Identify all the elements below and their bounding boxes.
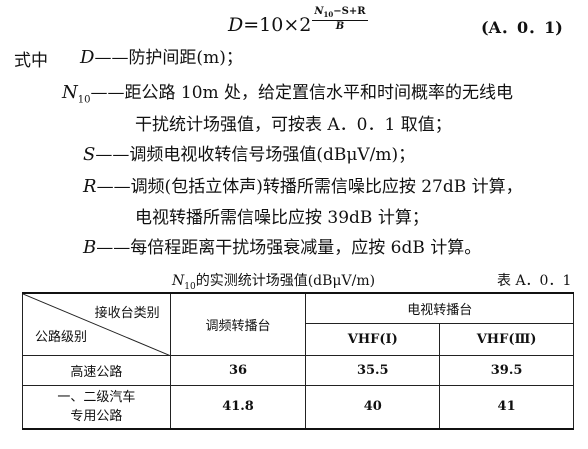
lead-text: 式中 <box>14 51 48 71</box>
equation-number: (A．0．1) <box>481 18 563 37</box>
diagonal-line <box>23 294 171 356</box>
def-symbol: S <box>83 144 96 165</box>
table-row: 一、二级汽车 专用公路 41.8 40 41 <box>22 384 574 430</box>
row-label: 一、二级汽车 专用公路 <box>22 384 171 430</box>
table-row: 高速公路 36 35.5 39.5 <box>22 354 574 386</box>
def-b: B——每倍程距离干扰场强衰减量，应按 6dB 计算。 <box>83 233 481 258</box>
cell-fm: 36 <box>169 354 307 386</box>
def-s: S——调频电视收转信号场强值(dBμV/m)； <box>83 140 415 165</box>
def-n10: N10——距公路 10m 处，给定置信水平和时间概率的无线电 <box>62 78 513 106</box>
cell-vhf3: 41 <box>439 384 574 430</box>
def-line: ——距公路 10m 处，给定置信水平和时间概率的无线电 <box>90 83 514 103</box>
def-line: 干扰统计场强值，可按表 A．0．1 取值； <box>135 115 452 135</box>
formula-den: B <box>335 21 345 32</box>
header-road-class: 公路级别 <box>35 329 88 345</box>
def-line: ——调频电视收转信号场强值(dBμV/m)； <box>95 145 416 165</box>
formula-eq: =10×2 <box>243 14 312 36</box>
header-receiver-type: 接收台类别 <box>94 306 160 321</box>
formula-num-sub: 10 <box>323 10 334 19</box>
def-line: ——每倍程距离干扰场强衰减量，应按 6dB 计算。 <box>96 238 482 258</box>
cell-fm: 41.8 <box>169 384 307 430</box>
header-tv: 电视转播台 <box>305 292 574 324</box>
cell-vhf3: 39.5 <box>439 354 574 386</box>
formula-num: N <box>314 6 324 17</box>
header-fm: 调频转播台 <box>169 292 307 356</box>
row-label: 高速公路 <box>22 354 171 386</box>
cell-vhf1: 40 <box>305 384 441 430</box>
field-strength-table: 接收台类别 公路级别 调频转播台 电视转播台 VHF(Ⅰ) VHF(Ⅲ) 高速公… <box>22 292 574 430</box>
def-symbol: D <box>80 47 95 68</box>
formula-exponent: N10−S+R B <box>312 6 368 32</box>
cell-vhf1: 35.5 <box>305 354 441 386</box>
def-d: D——防护间距(m)； <box>80 43 243 68</box>
formula-num-rest: −S+R <box>333 6 366 17</box>
table-caption: N10的实测统计场强值(dBμV/m) <box>172 273 376 292</box>
table-corner-header: 接收台类别 公路级别 <box>22 292 171 356</box>
formula-lhs: D <box>228 14 244 36</box>
def-line: 电视转播所需信噪比应按 39dB 计算； <box>135 208 429 228</box>
def-line: ——调频(包括立体声)转播所需信噪比应按 27dB 计算， <box>96 177 523 197</box>
def-symbol: B <box>83 237 97 258</box>
def-symbol: R <box>83 176 97 197</box>
table-number: 表 A．0．1 <box>497 273 572 289</box>
header-vhf1: VHF(Ⅰ) <box>305 322 441 356</box>
def-r: R——调频(包括立体声)转播所需信噪比应按 27dB 计算， <box>83 172 523 197</box>
def-line: ——防护间距(m)； <box>94 48 243 68</box>
def-symbol: N10 <box>62 82 91 106</box>
header-vhf3: VHF(Ⅲ) <box>439 322 574 356</box>
